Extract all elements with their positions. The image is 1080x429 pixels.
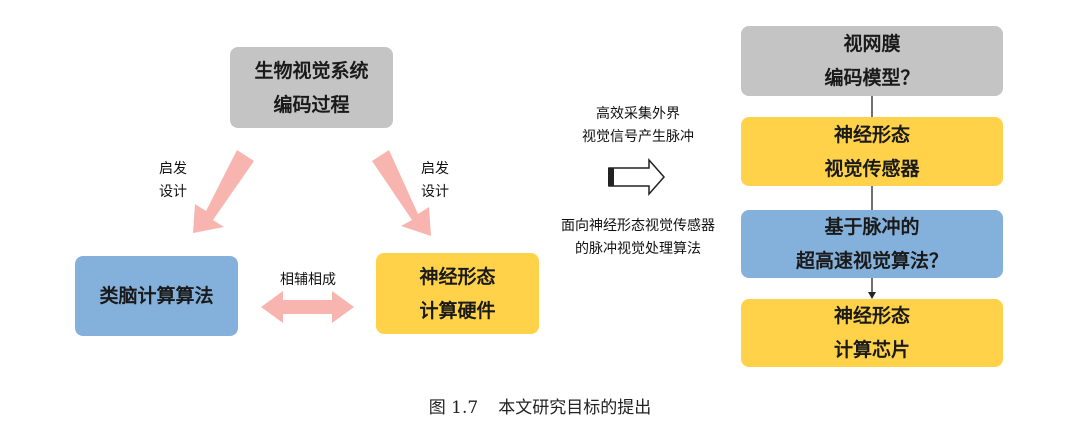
figure-number: 图 1.7 <box>428 398 479 418</box>
brain-inspired-line-1: 类脑计算算法 <box>99 285 214 307</box>
figure-caption: 图 1.7 本文研究目标的提出 <box>0 393 1080 418</box>
arrow-middle-tail <box>608 168 614 186</box>
arrow-inspire-left <box>193 150 254 233</box>
neuromorphic-hardware-box: 神经形态 计算硬件 <box>376 253 539 334</box>
connector-3-4-head <box>868 292 876 299</box>
middle-bottom-label: 面向神经形态视觉传感器 的脉冲视觉处理算法 <box>561 218 715 257</box>
middle-top-label: 高效采集外界 视觉信号产生脉冲 <box>582 106 694 145</box>
figure-title: 本文研究目标的提出 <box>498 398 652 418</box>
bio-vision-line-1: 生物视觉系统 <box>254 59 369 82</box>
neuromorphic-chip-box: 神经形态 计算芯片 <box>741 299 1003 367</box>
bio-vision-coding-box: 生物视觉系统 编码过程 <box>230 47 393 128</box>
inspire-design-label-right: 启发 设计 <box>421 161 449 200</box>
neuromorphic-hardware-line-1: 神经形态 <box>419 265 496 288</box>
arrow-middle <box>608 158 666 196</box>
inspire-design-label-left: 启发 设计 <box>159 161 187 200</box>
spike-vision-algorithm-box: 基于脉冲的 超高速视觉算法？ <box>741 210 1003 278</box>
neuromorphic-hardware-line-2: 计算硬件 <box>419 299 496 322</box>
arrow-mutual <box>261 291 354 323</box>
mutual-label: 相辅相成 <box>280 272 336 288</box>
retina-coding-model-box: 视网膜 编码模型？ <box>741 26 1003 96</box>
brain-inspired-algorithm-box: 类脑计算算法 <box>75 256 238 336</box>
bio-vision-line-2: 编码过程 <box>273 93 350 116</box>
arrow-inspire-right <box>372 150 431 236</box>
neuromorphic-sensor-box: 神经形态 视觉传感器 <box>741 117 1003 186</box>
